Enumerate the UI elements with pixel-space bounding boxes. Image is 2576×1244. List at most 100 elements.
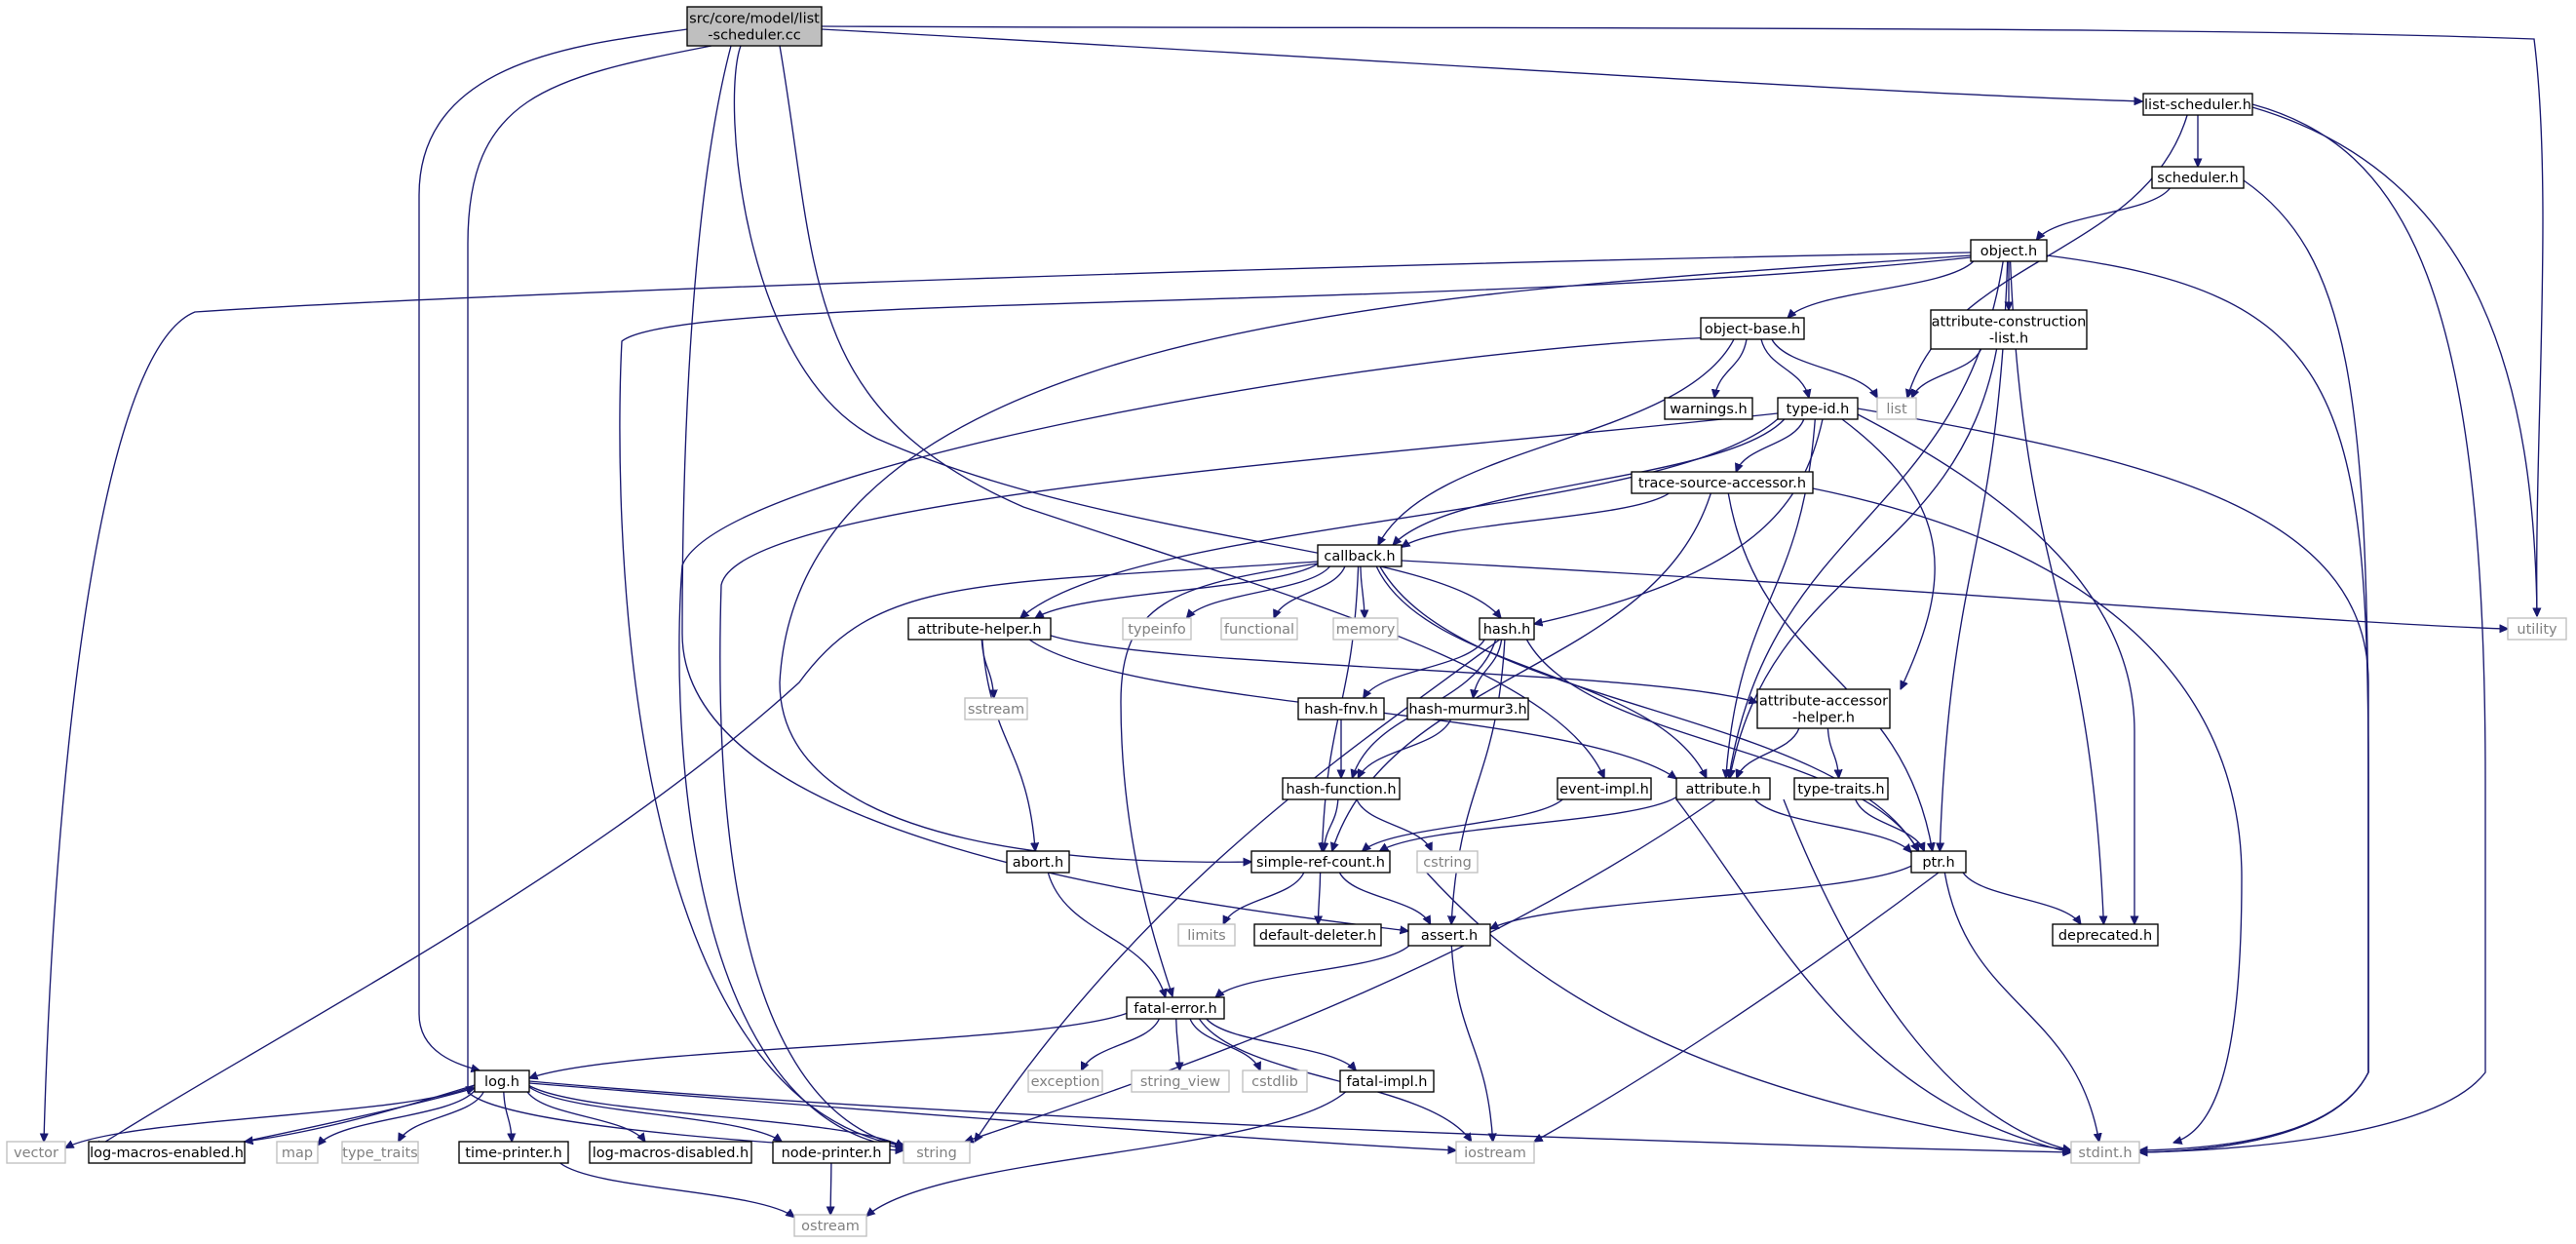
node-scheduler-h[interactable]: scheduler.h: [2151, 166, 2245, 189]
node-box: [2507, 617, 2567, 641]
edge-log-to-typetraits: [399, 1091, 484, 1142]
node-label: log-macros-disabled.h: [593, 1146, 749, 1161]
node-box: [1910, 850, 1967, 874]
node-box: [793, 1214, 867, 1237]
node-label: list-scheduler.h: [2144, 97, 2251, 113]
node-box: [1876, 397, 1917, 420]
edge-hash-to-hashmur: [1473, 639, 1503, 698]
node-event-impl-h[interactable]: event-impl.h: [1557, 777, 1652, 800]
edge-typeid-to-attrhelper: [1020, 418, 1779, 618]
node-box: [1479, 617, 1535, 641]
node-ostream: ostream: [793, 1214, 867, 1237]
node-box: [1675, 777, 1771, 800]
edge-log-to-logenabled: [245, 1084, 476, 1142]
edge-root-to-utility: [821, 25, 2544, 616]
node-memory: memory: [1332, 617, 1399, 641]
node-attribute-h[interactable]: attribute.h: [1675, 777, 1771, 800]
node-label: iostream: [1464, 1146, 1526, 1161]
node-log-macros-enabled-h[interactable]: log-macros-enabled.h: [88, 1141, 246, 1164]
node-type-traits-h[interactable]: type-traits.h: [1793, 777, 1889, 800]
edge-listsch-to-stdint: [2139, 103, 2486, 1152]
node-label: fatal-error.h: [1134, 1001, 1216, 1017]
node-box: [458, 1141, 569, 1164]
edge-log-to-nodeprinter: [528, 1086, 782, 1142]
node-deprecated-h[interactable]: deprecated.h: [2052, 923, 2159, 947]
node-sstream: sstream: [964, 697, 1028, 720]
edge-typeid-to-attracc: [1841, 418, 1936, 689]
edge-fatalerr-to-iostream: [1198, 1018, 1471, 1142]
edge-callback-to-memory: [1360, 565, 1365, 618]
node-hash-fnv-h[interactable]: hash-fnv.h: [1297, 697, 1385, 720]
node-label: object.h: [1980, 244, 2037, 259]
node-list-scheduler-h[interactable]: list-scheduler.h: [2142, 93, 2253, 116]
node-warnings-h[interactable]: warnings.h: [1664, 397, 1753, 420]
edge-nodeprinter-to-ostream: [830, 1162, 831, 1215]
edge-object-to-vector: [44, 252, 1972, 1142]
node-assert-h[interactable]: assert.h: [1407, 923, 1491, 947]
node-attribute-construction-list-h[interactable]: attribute-construction-list.h: [1930, 309, 2088, 350]
edge-root-to-hash: [733, 45, 1501, 618]
edge-callback-to-typeinfo: [1187, 565, 1331, 618]
nodes-layer: src/core/model/list-scheduler.cc list-sch…: [6, 6, 2567, 1237]
node-box: [1177, 923, 1236, 947]
edge-scheduler-to-stdint: [2139, 179, 2369, 1152]
node-log-h[interactable]: log.h: [474, 1069, 530, 1093]
node-src-core-model-list-scheduler-cc[interactable]: src/core/model/list-scheduler.cc: [686, 6, 823, 47]
node-hash-murmur3-h[interactable]: hash-murmur3.h: [1406, 697, 1529, 720]
node-label: -scheduler.cc: [708, 28, 800, 44]
node-node-printer-h[interactable]: node-printer.h: [772, 1141, 891, 1164]
node-vector: vector: [6, 1141, 66, 1164]
node-attribute-accessor-helper-h[interactable]: attribute-accessor-helper.h: [1756, 688, 1891, 729]
node-box: [772, 1141, 891, 1164]
edge-logenabled-to-log: [243, 1088, 475, 1143]
node-default-deleter-h[interactable]: default-deleter.h: [1253, 923, 1382, 947]
edge-root-to-eventimpl: [779, 45, 1604, 778]
edge-object-to-attribute: [1729, 260, 2004, 778]
edge-attrhelper-to-attracc: [1050, 635, 1757, 703]
edge-attribute-to-stdint: [1783, 798, 2071, 1150]
node-label: type-id.h: [1787, 402, 1850, 417]
node-box: [1297, 697, 1385, 720]
node-log-macros-disabled-h[interactable]: log-macros-disabled.h: [589, 1141, 752, 1164]
edge-log-to-string: [528, 1085, 904, 1147]
edge-callback-to-vector: [95, 561, 1319, 1148]
node-object-h[interactable]: object.h: [1970, 239, 2048, 262]
node-box: [1220, 617, 1298, 641]
node-label: hash.h: [1483, 622, 1531, 638]
node-label: scheduler.h: [2157, 171, 2238, 186]
edge-trace-to-stdint: [1812, 487, 2243, 1143]
node-ptr-h[interactable]: ptr.h: [1910, 850, 1967, 874]
node-trace-source-accessor-h[interactable]: trace-source-accessor.h: [1631, 471, 1814, 494]
edge-attribute-to-srefcount: [1380, 797, 1677, 851]
node-type-id-h[interactable]: type-id.h: [1777, 397, 1859, 420]
node-abort-h[interactable]: abort.h: [1006, 850, 1070, 874]
node-fatal-error-h[interactable]: fatal-error.h: [1126, 996, 1225, 1020]
node-box: [964, 697, 1028, 720]
node-box: [2151, 166, 2245, 189]
node-hash-function-h[interactable]: hash-function.h: [1282, 777, 1401, 800]
node-label: simple-ref-count.h: [1256, 855, 1385, 871]
edge-trace-to-ptr: [1727, 492, 1932, 851]
node-box: [1282, 777, 1401, 800]
edge-srefcount-to-assert: [1338, 872, 1430, 924]
edge-attracc-to-typetraitsh: [1826, 727, 1838, 778]
node-object-base-h[interactable]: object-base.h: [1700, 317, 1805, 340]
node-label: ptr.h: [1922, 855, 1954, 871]
node-box: [1756, 688, 1891, 729]
node-box: [1250, 850, 1391, 874]
node-simple-ref-count-h[interactable]: simple-ref-count.h: [1250, 850, 1391, 874]
node-box: [1557, 777, 1652, 800]
node-hash-h[interactable]: hash.h: [1479, 617, 1535, 641]
edge-callback-to-attrhelper: [1035, 563, 1319, 618]
node-box: [1416, 850, 1479, 874]
edge-timeprinter-to-ostream: [559, 1162, 794, 1218]
node-box: [1131, 1069, 1230, 1093]
node-time-printer-h[interactable]: time-printer.h: [458, 1141, 569, 1164]
node-utility: utility: [2507, 617, 2567, 641]
node-label: string_view: [1140, 1074, 1220, 1090]
node-attribute-helper-h[interactable]: attribute-helper.h: [907, 617, 1052, 641]
node-label: log-macros-enabled.h: [90, 1146, 244, 1161]
node-callback-h[interactable]: callback.h: [1317, 544, 1403, 567]
node-fatal-impl-h[interactable]: fatal-impl.h: [1339, 1069, 1435, 1093]
